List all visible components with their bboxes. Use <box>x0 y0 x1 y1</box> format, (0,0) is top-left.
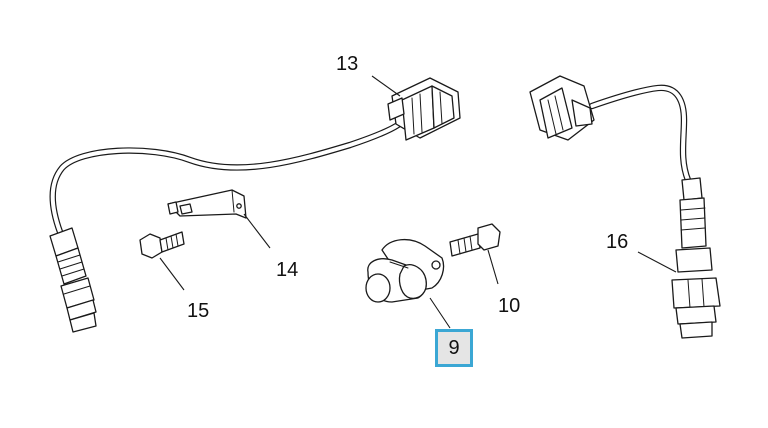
callout-10[interactable]: 10 <box>498 295 521 317</box>
callout-15[interactable]: 15 <box>187 300 210 322</box>
leader-lines <box>159 75 677 329</box>
callout-13[interactable]: 13 <box>336 53 359 75</box>
callout-9-highlighted[interactable]: 9 <box>435 329 473 367</box>
callout-14[interactable]: 14 <box>276 259 299 281</box>
bolt-10[interactable] <box>449 223 501 257</box>
right-oxygen-sensor-assembly[interactable] <box>529 75 721 339</box>
bolt-15[interactable] <box>139 231 185 259</box>
crankshaft-sensor[interactable] <box>365 239 445 303</box>
mounting-bracket[interactable] <box>167 189 247 219</box>
left-oxygen-sensor-assembly[interactable] <box>49 77 461 333</box>
callout-16[interactable]: 16 <box>606 231 629 253</box>
